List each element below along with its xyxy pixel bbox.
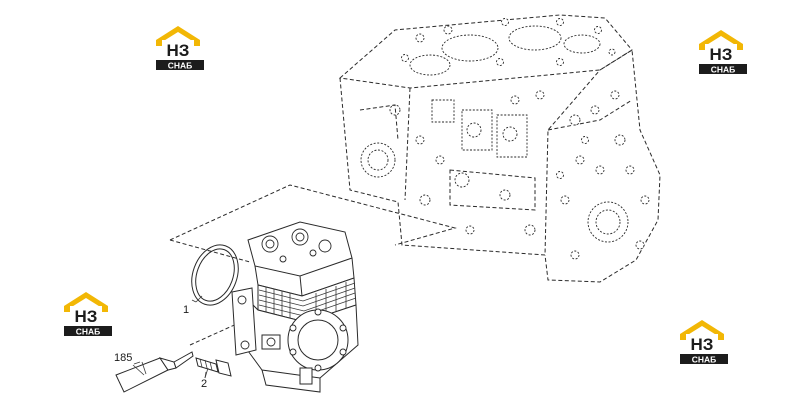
logo-caption: СНАБ <box>168 61 193 71</box>
watermark-logo-top-left: НЗ СНАБ <box>156 26 204 71</box>
callouts: 1 2 185 <box>114 299 207 390</box>
logo-caption: СНАБ <box>76 327 101 337</box>
watermark-logo-bottom-right: НЗ СНАБ <box>680 320 728 365</box>
watermark-logo-bottom-left: НЗ СНАБ <box>64 292 112 337</box>
callout-gasket: 1 <box>183 304 189 316</box>
o-ring-gasket <box>191 244 239 306</box>
logo-mark: НЗ <box>710 45 733 64</box>
cooling-fins <box>258 282 357 318</box>
logo-caption: СНАБ <box>711 65 736 75</box>
engine-block <box>338 14 661 283</box>
logo-mark: НЗ <box>75 307 98 326</box>
callout-bolt: 2 <box>201 378 207 390</box>
logo-mark: НЗ <box>691 335 714 354</box>
watermark-logo-top-right: НЗ СНАБ <box>699 30 747 75</box>
air-compressor <box>231 221 359 393</box>
logo-mark: НЗ <box>167 41 190 60</box>
sealant-tube <box>115 351 194 393</box>
logo-caption: СНАБ <box>692 355 717 365</box>
callout-sealant: 185 <box>114 352 132 364</box>
bolt <box>195 357 232 379</box>
